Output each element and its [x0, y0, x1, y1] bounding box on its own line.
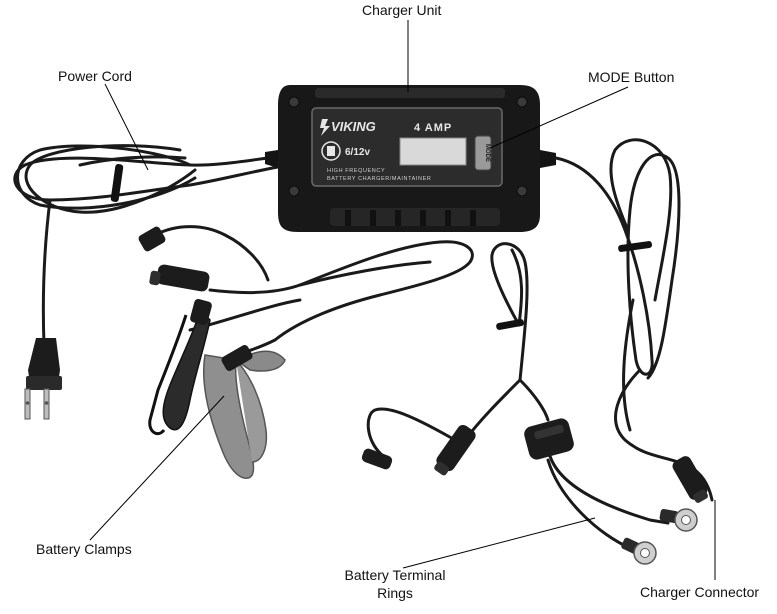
- viking-logo: VIKING: [320, 119, 376, 136]
- callout-battery-terminal-rings-line2: Rings: [377, 585, 413, 601]
- output-cable: [554, 138, 714, 502]
- harness-sae-connector: [434, 424, 476, 476]
- callout-power-cord: Power Cord: [58, 68, 132, 84]
- subtitle-line1: HIGH FREQUENCY: [327, 168, 385, 174]
- clamp-harness: [148, 225, 474, 362]
- cord-tie: [618, 241, 653, 252]
- voltage-text: 6/12v: [345, 147, 370, 158]
- callout-battery-terminal-rings-line1: Battery Terminal: [344, 567, 446, 583]
- ring-terminal-1: [659, 508, 698, 532]
- battery-icon: [321, 141, 341, 161]
- mode-button[interactable]: [474, 135, 492, 171]
- harness-cap: [361, 448, 393, 470]
- callout-battery-terminal-rings: Battery Terminal Rings: [330, 566, 460, 602]
- callout-charger-unit: Charger Unit: [362, 2, 442, 18]
- ring-terminal-2: [621, 537, 657, 565]
- charger-connector: [672, 456, 708, 503]
- mode-key-label: MODE: [484, 144, 490, 162]
- cord-tie: [110, 164, 124, 202]
- callout-charger-connector: Charger Connector: [640, 584, 760, 600]
- brand-text: VIKING: [331, 119, 376, 134]
- cord-tie: [496, 319, 525, 330]
- amperage-text: 4 AMP: [414, 122, 452, 134]
- power-plug-icon: [24, 338, 62, 420]
- charger-unit: VIKING 4 AMP 6/12v HIGH FREQUENCY BATTER…: [265, 85, 556, 232]
- subtitle-line2: BATTERY CHARGER/MAINTAINER: [327, 176, 431, 182]
- red-battery-clamp: [202, 345, 286, 479]
- fuse-holder: [524, 418, 574, 460]
- clamp-sae-connector: [138, 226, 210, 292]
- black-battery-clamp: [148, 298, 212, 436]
- callout-battery-clamps: Battery Clamps: [36, 541, 132, 557]
- lcd-display: [399, 137, 467, 166]
- callout-mode-button: MODE Button: [588, 69, 675, 85]
- leader-lines: [89, 20, 716, 580]
